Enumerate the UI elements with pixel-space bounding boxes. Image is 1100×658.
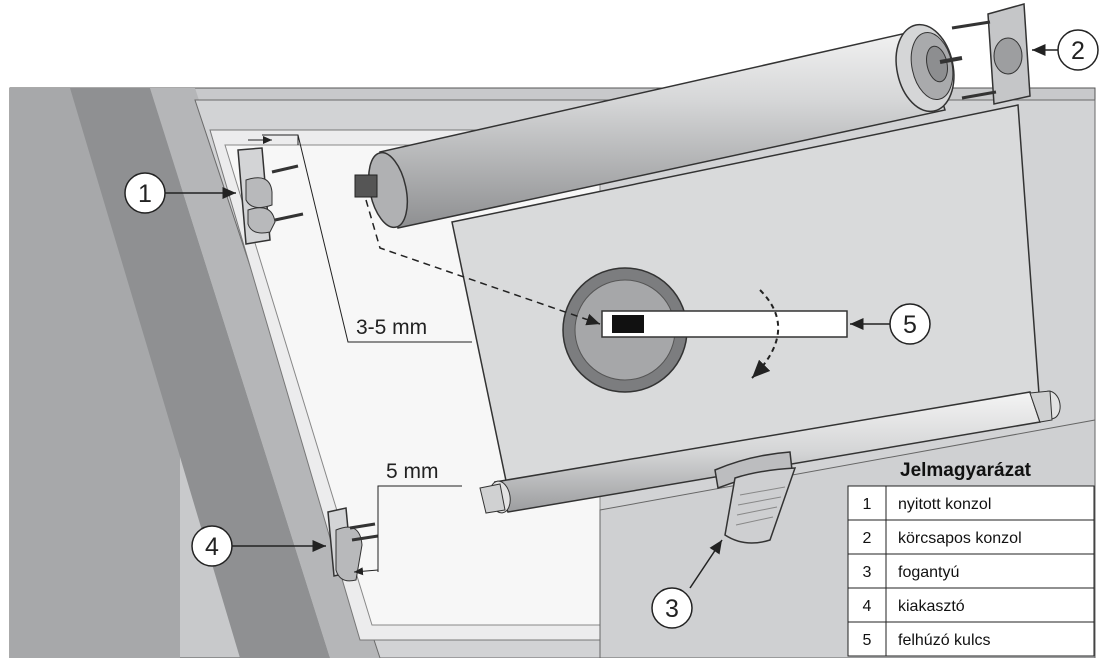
- hook-bracket: [327, 507, 379, 582]
- legend-row-1-number: 1: [863, 496, 872, 513]
- dimension-top-guides: [248, 134, 472, 343]
- legend-row-4-label: kiakasztó: [898, 598, 965, 615]
- callout-4-number: 4: [205, 533, 219, 561]
- callout-4: 4: [191, 525, 326, 567]
- dimension-label-bottom: 5 mm: [386, 460, 439, 483]
- legend-row-1-label: nyitott konzol: [898, 496, 991, 513]
- legend-row-5-label: felhúzó kulcs: [898, 632, 991, 649]
- legend-row-5-number: 5: [863, 632, 872, 649]
- pin-bracket: [951, 3, 1031, 105]
- handle-grip: [714, 451, 797, 544]
- callout-1-number: 1: [138, 180, 152, 208]
- callout-3: 3: [651, 539, 723, 629]
- open-bracket: [237, 147, 304, 245]
- bottom-bar: [479, 390, 1061, 514]
- legend-row-2-label: körcsapos konzol: [898, 530, 1022, 547]
- tube-end-cap: [895, 23, 963, 113]
- alignment-dashed-line: [365, 199, 601, 326]
- dimension-bottom-guides: [353, 485, 462, 576]
- legend-row-4-number: 4: [863, 598, 872, 615]
- callout-1: 1: [124, 172, 236, 214]
- frame-dark-stripe: [70, 88, 330, 658]
- legend-title: Jelmagyarázat: [900, 460, 1032, 481]
- callout-5-number: 5: [903, 311, 917, 339]
- dimension-label-top: 3-5 mm: [356, 316, 427, 339]
- legend-row-3-number: 3: [863, 564, 872, 581]
- legend-row-3-label: fogantyú: [898, 564, 959, 581]
- legend: Jelmagyarázat 1 nyitott konzol 2 körcsap…: [847, 460, 1095, 657]
- callout-3-number: 3: [665, 595, 679, 623]
- rotation-arrow: [751, 289, 780, 379]
- callout-2-number: 2: [1071, 37, 1085, 65]
- winding-key-disc: [562, 267, 848, 393]
- callout-2: 2: [1032, 29, 1099, 71]
- legend-row-2-number: 2: [863, 530, 872, 547]
- callout-5: 5: [850, 303, 931, 345]
- frame-light-stripe: [150, 88, 380, 658]
- roller-tube: [354, 29, 946, 229]
